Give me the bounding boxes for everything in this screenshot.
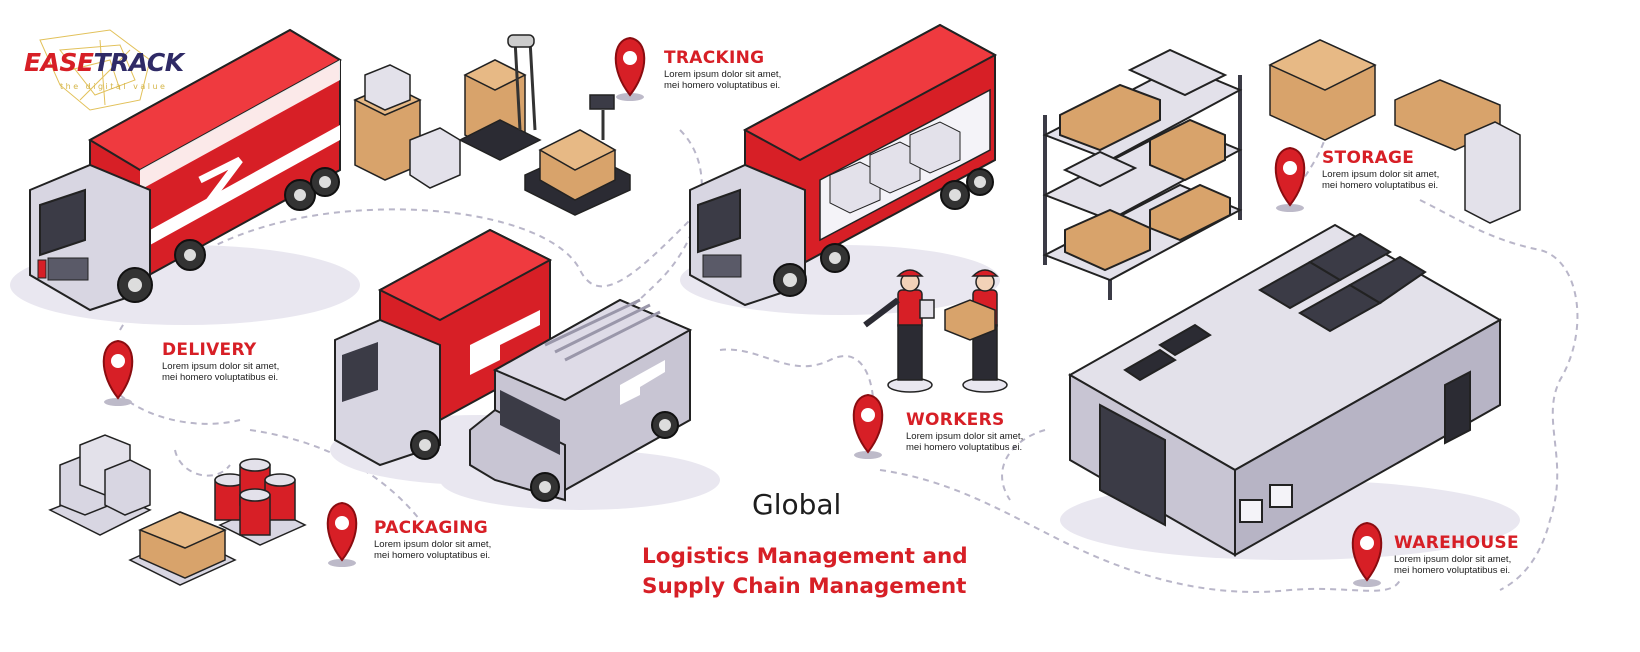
workers-desc-line2: mei homero voluptatibus ei.	[906, 442, 1023, 453]
brand-name-part2: TRACK	[93, 48, 185, 77]
map-pin-icon	[852, 393, 884, 459]
warehouse-label: WAREHOUSE Lorem ipsum dolor sit amet,mei…	[1394, 533, 1534, 576]
map-pin-icon	[1274, 146, 1306, 212]
packaging-desc-line1: Lorem ipsum dolor sit amet,	[374, 539, 492, 550]
brand-tagline: the digital value	[60, 82, 168, 91]
workers-title: WORKERS	[906, 410, 1005, 430]
map-pin-icon	[326, 501, 358, 567]
delivery-desc-line1: Lorem ipsum dolor sit amet,	[162, 361, 280, 372]
storage-label: STORAGE Lorem ipsum dolor sit amet,mei h…	[1322, 148, 1462, 191]
warehouse-icon	[1060, 223, 1520, 560]
page-title-line1: Logistics Management and	[642, 544, 968, 569]
barrel-icon	[214, 458, 296, 536]
storage-title: STORAGE	[1322, 148, 1415, 168]
warehouse-desc-line1: Lorem ipsum dolor sit amet,	[1394, 554, 1512, 565]
box-icon	[353, 34, 542, 189]
delivery-label: DELIVERY Lorem ipsum dolor sit amet,mei …	[162, 340, 302, 383]
storage-desc: Lorem ipsum dolor sit amet,mei homero vo…	[1322, 169, 1462, 191]
tracking-desc-line2: mei homero voluptatibus ei.	[664, 80, 781, 91]
workers-label: WORKERS Lorem ipsum dolor sit amet,mei h…	[906, 410, 1046, 453]
tracking-desc: Lorem ipsum dolor sit amet,mei homero vo…	[664, 69, 804, 91]
shelf-icon	[1042, 48, 1243, 300]
map-pin-icon	[1351, 521, 1383, 587]
brand-logo: EASETRACK	[24, 48, 184, 77]
storage-desc-line1: Lorem ipsum dolor sit amet,	[1322, 169, 1440, 180]
packaging-desc-line2: mei homero voluptatibus ei.	[374, 550, 491, 561]
warehouse-desc: Lorem ipsum dolor sit amet,mei homero vo…	[1394, 554, 1534, 576]
scale-icon	[524, 94, 631, 216]
packaging-label: PACKAGING Lorem ipsum dolor sit amet,mei…	[374, 518, 514, 561]
packaging-desc: Lorem ipsum dolor sit amet,mei homero vo…	[374, 539, 514, 561]
delivery-title: DELIVERY	[162, 340, 257, 360]
tracking-title: TRACKING	[664, 48, 765, 68]
tracking-desc-line1: Lorem ipsum dolor sit amet,	[664, 69, 782, 80]
storage-desc-line2: mei homero voluptatibus ei.	[1322, 180, 1439, 191]
box-icon	[1268, 39, 1521, 224]
page-title: Logistics Management and Supply Chain Ma…	[642, 542, 1022, 602]
page-title-line2: Supply Chain Management	[642, 574, 967, 599]
map-pin-icon	[102, 339, 134, 406]
truck-icon	[10, 28, 360, 325]
heading-kicker: Global	[752, 488, 842, 521]
workers-desc-line1: Lorem ipsum dolor sit amet,	[906, 431, 1024, 442]
warehouse-title: WAREHOUSE	[1394, 533, 1519, 553]
workers-desc: Lorem ipsum dolor sit amet,mei homero vo…	[906, 431, 1046, 453]
packaging-title: PACKAGING	[374, 518, 489, 538]
delivery-desc: Lorem ipsum dolor sit amet,mei homero vo…	[162, 361, 302, 383]
map-pin-icon	[614, 36, 646, 101]
logo-mark	[39, 29, 151, 111]
van-icon	[440, 298, 720, 510]
worker-icon	[863, 269, 1008, 393]
tracking-label: TRACKING Lorem ipsum dolor sit amet,mei …	[664, 48, 804, 91]
truck-icon	[680, 23, 1000, 315]
warehouse-desc-line2: mei homero voluptatibus ei.	[1394, 565, 1511, 576]
delivery-desc-line2: mei homero voluptatibus ei.	[162, 372, 279, 383]
brand-name-part1: EASE	[24, 48, 94, 77]
